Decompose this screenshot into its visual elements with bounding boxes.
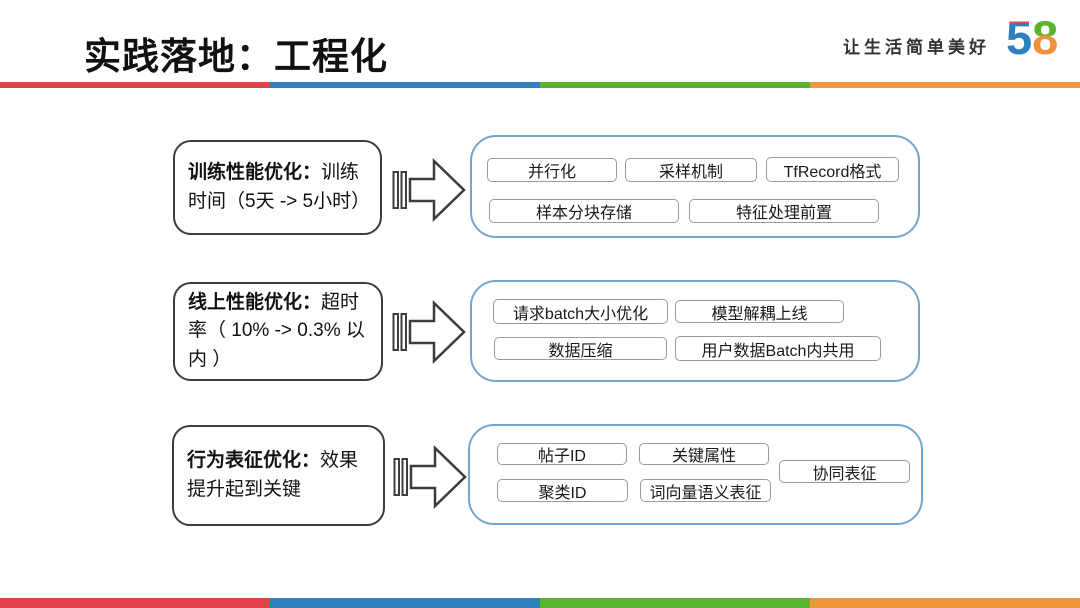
top-divider-bar xyxy=(0,82,1080,88)
divider-segment-red xyxy=(0,598,270,608)
page-title: 实践落地：工程化 xyxy=(84,36,388,77)
category-label: 行为表征优化：效果提升起到关键 xyxy=(187,450,359,500)
divider-segment-blue xyxy=(270,82,540,88)
tag-box: TfRecord格式 xyxy=(766,157,899,182)
category-box-training: 训练性能优化：训练时间（5天 -> 5小时） xyxy=(173,140,382,235)
tag-box: 特征处理前置 xyxy=(689,199,879,223)
tag-box: 用户数据Batch内共用 xyxy=(675,336,881,361)
tag-box: 词向量语义表征 xyxy=(640,479,771,502)
logo-digit-8: 8 xyxy=(1032,11,1059,64)
bottom-divider-bar xyxy=(0,598,1080,608)
tag-box: 聚类ID xyxy=(497,479,628,502)
items-group-online: 请求batch大小优化 模型解耦上线 数据压缩 用户数据Batch内共用 xyxy=(470,280,920,382)
striped-arrow-icon xyxy=(393,445,467,509)
slogan-text: 让生活简单美好 xyxy=(843,38,990,57)
tag-box: 模型解耦上线 xyxy=(675,300,844,323)
logo-digit-5: 5 xyxy=(1006,11,1033,64)
striped-arrow-icon xyxy=(392,158,466,222)
tag-box: 帖子ID xyxy=(497,443,627,465)
items-group-training: 并行化 采样机制 TfRecord格式 样本分块存储 特征处理前置 xyxy=(470,135,920,238)
items-group-behavior: 帖子ID 关键属性 协同表征 聚类ID 词向量语义表征 xyxy=(468,424,923,525)
tag-box: 关键属性 xyxy=(639,443,769,465)
tag-box: 请求batch大小优化 xyxy=(493,299,668,324)
tag-box: 并行化 xyxy=(487,158,617,182)
tag-box: 数据压缩 xyxy=(494,337,667,360)
divider-segment-orange xyxy=(810,598,1080,608)
divider-segment-green xyxy=(540,82,810,88)
category-label: 线上性能优化：超时率（ 10% -> 0.3% 以内 ） xyxy=(188,291,365,370)
tag-box: 协同表征 xyxy=(779,460,910,483)
divider-segment-red xyxy=(0,82,270,88)
divider-segment-orange xyxy=(810,82,1080,88)
tag-box: 采样机制 xyxy=(625,158,757,182)
divider-segment-green xyxy=(540,598,810,608)
category-box-behavior: 行为表征优化：效果提升起到关键 xyxy=(172,425,385,526)
tag-box: 样本分块存储 xyxy=(489,199,679,223)
category-box-online: 线上性能优化：超时率（ 10% -> 0.3% 以内 ） xyxy=(173,282,383,381)
divider-segment-blue xyxy=(270,598,540,608)
logo-58: 58 xyxy=(1006,14,1058,61)
striped-arrow-icon xyxy=(392,300,466,364)
category-label: 训练性能优化：训练时间（5天 -> 5小时） xyxy=(188,162,371,212)
